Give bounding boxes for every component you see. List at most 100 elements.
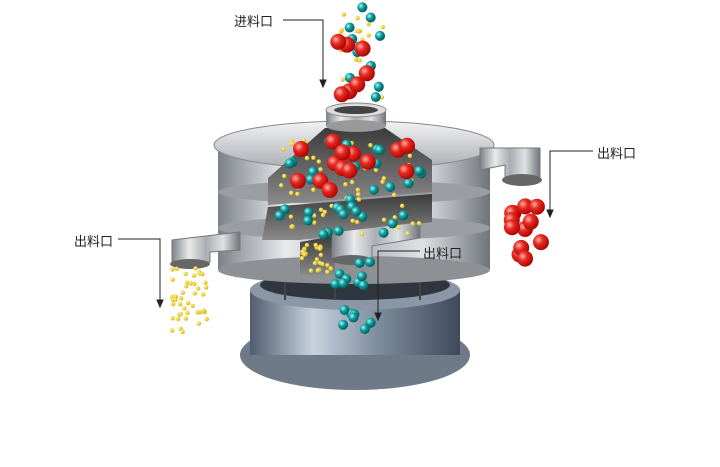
medium-particle bbox=[356, 271, 367, 282]
fine-particle bbox=[174, 266, 180, 272]
fine-particle bbox=[192, 291, 198, 296]
fine-particle bbox=[304, 242, 310, 248]
medium-particle bbox=[373, 81, 384, 92]
fine-particle bbox=[317, 246, 323, 252]
fine-particle bbox=[356, 197, 362, 202]
large-particle bbox=[341, 162, 358, 179]
large-particle bbox=[289, 172, 306, 189]
fine-particle bbox=[350, 218, 355, 224]
fine-particle bbox=[366, 33, 371, 38]
outlet-left-label: 出料口 bbox=[74, 235, 114, 250]
fine-particle bbox=[355, 187, 361, 193]
fine-particle bbox=[313, 242, 318, 248]
fine-particle bbox=[195, 286, 201, 291]
medium-particle bbox=[351, 206, 362, 217]
medium-particle bbox=[274, 210, 285, 221]
large-particle bbox=[398, 163, 415, 180]
fine-particle bbox=[308, 268, 314, 273]
fine-particle bbox=[192, 281, 197, 287]
fine-particle bbox=[184, 283, 189, 289]
fine-particle bbox=[299, 255, 305, 261]
fine-particle bbox=[325, 269, 330, 275]
fine-particle bbox=[178, 312, 183, 317]
fine-particle bbox=[353, 57, 359, 62]
outlet-right-label: 出料口 bbox=[597, 147, 637, 162]
medium-particle bbox=[344, 22, 355, 33]
fine-particle bbox=[373, 167, 379, 173]
fine-particle bbox=[320, 212, 326, 218]
fine-particle bbox=[355, 15, 360, 21]
fine-particle bbox=[185, 310, 190, 316]
fine-particle bbox=[204, 316, 209, 322]
fine-particle bbox=[195, 310, 200, 315]
large-particle bbox=[354, 40, 371, 57]
fine-particle bbox=[343, 182, 348, 187]
medium-particle bbox=[284, 158, 295, 169]
fine-particle bbox=[182, 306, 187, 311]
fine-particle bbox=[400, 203, 405, 209]
fine-particle bbox=[318, 167, 323, 172]
fine-particle bbox=[173, 294, 178, 299]
fine-particle bbox=[282, 173, 287, 179]
fine-particle bbox=[312, 220, 317, 225]
inlet-neck bbox=[325, 102, 387, 132]
fine-particle bbox=[191, 273, 197, 278]
medium-particle bbox=[308, 166, 319, 177]
fine-particle bbox=[170, 267, 175, 272]
outlet-right-leader bbox=[549, 150, 593, 212]
outlet-middle-leader bbox=[377, 250, 420, 315]
fine-particle bbox=[368, 142, 373, 148]
large-particle bbox=[334, 144, 351, 161]
fine-particle bbox=[281, 147, 286, 152]
medium-particle bbox=[357, 2, 368, 13]
fine-particle bbox=[405, 231, 410, 236]
outlet-spout-right bbox=[479, 147, 542, 186]
large-particle bbox=[517, 198, 534, 215]
medium-particle bbox=[385, 181, 396, 192]
medium-particle bbox=[333, 225, 344, 236]
medium-particle bbox=[374, 145, 385, 156]
fine-particle bbox=[396, 225, 401, 230]
fine-particle bbox=[328, 266, 334, 271]
fine-particle bbox=[356, 29, 361, 34]
medium-particle bbox=[365, 12, 376, 23]
fine-particle bbox=[380, 179, 385, 185]
fine-particle bbox=[302, 252, 307, 257]
medium-particle bbox=[378, 227, 389, 238]
fine-particle bbox=[314, 257, 320, 262]
medium-particle bbox=[303, 207, 314, 218]
machine-base bbox=[240, 270, 470, 390]
large-particle bbox=[333, 86, 350, 103]
fine-particle bbox=[392, 215, 398, 220]
fine-particle bbox=[379, 95, 385, 100]
leader-lines bbox=[118, 19, 593, 322]
fine-particle bbox=[170, 277, 175, 282]
fine-particle bbox=[180, 329, 185, 335]
large-particle bbox=[528, 198, 545, 215]
fine-particle bbox=[315, 268, 321, 273]
fine-particle bbox=[340, 77, 345, 82]
large-particle bbox=[532, 234, 549, 251]
fine-particle bbox=[304, 156, 310, 161]
fine-particle bbox=[354, 219, 360, 225]
fine-particle bbox=[288, 214, 294, 219]
fine-particle bbox=[169, 328, 175, 333]
medium-particle bbox=[302, 215, 313, 226]
medium-particle bbox=[358, 280, 369, 291]
fine-particle bbox=[203, 285, 209, 290]
fine-particle bbox=[318, 252, 324, 258]
large-particle bbox=[349, 76, 366, 93]
fine-particle bbox=[190, 303, 195, 308]
fine-particle bbox=[391, 192, 397, 198]
fine-particle bbox=[341, 12, 347, 17]
particles bbox=[169, 2, 549, 335]
fine-particle bbox=[173, 297, 178, 302]
fine-particle bbox=[200, 271, 205, 277]
medium-particle bbox=[330, 279, 341, 290]
large-particle bbox=[321, 181, 338, 198]
medium-particle bbox=[348, 312, 359, 323]
medium-particle bbox=[339, 304, 350, 315]
fine-particle bbox=[170, 301, 176, 307]
